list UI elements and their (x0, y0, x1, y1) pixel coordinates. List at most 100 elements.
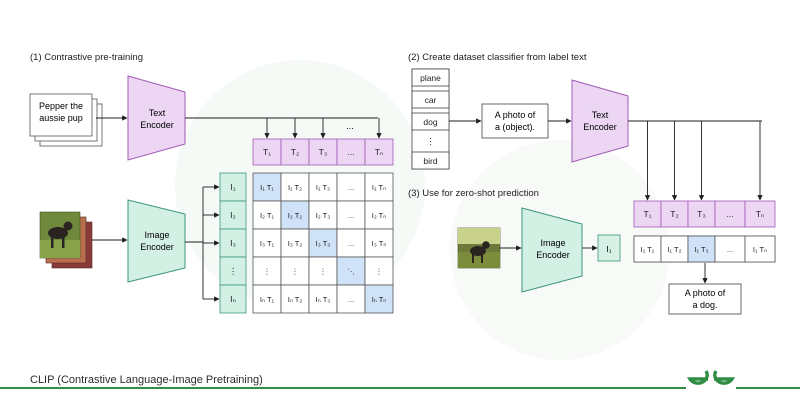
image-encoder-label: Image (144, 230, 169, 240)
label-box (411, 151, 450, 170)
product-cell-box (633, 235, 662, 263)
prediction-line: A photo of (685, 288, 726, 298)
gfg-logo-icon (686, 370, 736, 385)
matrix-cell: ... (336, 228, 366, 258)
prompt-template: A photo of a (object). (481, 103, 549, 139)
matrix-cell: Iₙ T₂ (280, 284, 310, 314)
matrix-cell-box (336, 200, 366, 230)
matrix-cell: Iₙ Tₙ (364, 284, 394, 314)
matrix-cell-box (336, 284, 366, 314)
cell-label: I₃ T₁ (260, 239, 275, 248)
input-text-line: aussie pup (39, 113, 83, 123)
label-text: car (425, 95, 437, 105)
cell-label: I₁ Tₙ (372, 183, 386, 192)
token-label: I₁ (606, 244, 611, 254)
cell-label: T₁ (263, 147, 271, 157)
matrix-cell-box (308, 284, 338, 314)
image-encoder-zero-shot: Image Encoder (521, 207, 583, 293)
label-box (411, 112, 450, 131)
cell-label: Iₙ T₂ (288, 295, 303, 304)
text-token: T₁ (633, 200, 662, 228)
cell-label: Tₙ (375, 147, 384, 157)
cell-label: T₂ (670, 209, 679, 219)
cell-label: I₃ T₃ (316, 239, 331, 248)
text-token-box (714, 200, 746, 228)
gfg-logo (686, 366, 736, 392)
matrix-cell: I₂ Tₙ (364, 200, 394, 230)
text-token: T₃ (687, 200, 716, 228)
matrix-cell-box (364, 284, 394, 314)
section-title-classifier: (2) Create dataset classifier from label… (408, 52, 587, 63)
image-token: I₁ (219, 172, 247, 202)
matrix-cell-box (336, 256, 366, 286)
cell-label: I₁ T₃ (316, 183, 330, 192)
matrix-cell: I₂ T₃ (308, 200, 338, 230)
label-box (411, 90, 450, 109)
label-text: plane (420, 73, 441, 83)
text-token-box (744, 200, 776, 228)
bus-ellipsis: ... (346, 121, 354, 131)
text-encoder-label: Text (592, 110, 609, 120)
matrix-cell: I₁ Tₙ (364, 172, 394, 202)
text-token: Tₙ (364, 138, 394, 166)
product-cell-box (744, 235, 776, 263)
prompt-template-line: A photo of (495, 110, 536, 120)
matrix-cell-box (280, 172, 310, 202)
cell-label: I₁ T₂ (288, 183, 302, 192)
matrix-cell: ... (336, 284, 366, 314)
text-encoder-label: Encoder (583, 122, 617, 132)
cell-label: ... (726, 209, 733, 219)
product-cell: I₁ T₁ (633, 235, 662, 263)
label-box (411, 68, 450, 87)
cell-label: I₁ (230, 182, 235, 192)
matrix-cell: ⋮ (364, 256, 394, 286)
section-title-contrastive: (1) Contrastive pre-training (30, 52, 143, 63)
text-encoder-zero-shot: Text Encoder (571, 79, 629, 163)
matrix-cell-box (252, 200, 282, 230)
token-arrows (644, 121, 763, 201)
matrix-cell: I₂ T₂ (280, 200, 310, 230)
cell-label: I₂ T₂ (288, 211, 303, 220)
text-encoder-label: Text (149, 108, 166, 118)
cell-label: I₁ T₁ (641, 245, 655, 254)
prompt-template-line: a (object). (495, 122, 535, 132)
image-token-box (219, 172, 247, 202)
cell-label: Tₙ (756, 209, 765, 219)
cell-label: I₁ T₂ (667, 245, 681, 254)
cell-label: ... (727, 245, 733, 254)
matrix-cell: I₁ T₁ (252, 172, 282, 202)
cell-label: ⋮ (229, 266, 238, 276)
image-token-box (219, 256, 247, 286)
product-cell: I₁ T₂ (660, 235, 689, 263)
matrix-cell: ⋱ (336, 256, 366, 286)
matrix-cell-box (280, 284, 310, 314)
image-token: I₃ (219, 228, 247, 258)
image-encoder: Image Encoder (127, 199, 186, 283)
text-token: T₁ (252, 138, 282, 166)
image-encoder-label: Encoder (140, 242, 174, 252)
matrix-cell: Iₙ T₃ (308, 284, 338, 314)
matrix-cell: ⋮ (252, 256, 282, 286)
cell-label: T₃ (319, 147, 328, 157)
cell-label: I₂ Tₙ (372, 211, 387, 220)
text-token: T₃ (308, 138, 338, 166)
input-text-stack: Pepper the aussie pup (29, 93, 103, 147)
zero-shot-text-token-row: T₁ T₂ T₃... Tₙ (633, 200, 776, 228)
matrix-cell-box (308, 200, 338, 230)
cell-label: I₁ Tₙ (753, 245, 767, 254)
cell-label: I₁ T₃ (694, 245, 708, 254)
text-token: Tₙ (744, 200, 776, 228)
text-encoder-label: Encoder (140, 120, 174, 130)
text-token-box (660, 200, 689, 228)
product-cell-box (660, 235, 689, 263)
text-token-box (364, 138, 394, 166)
text-token-box (308, 138, 338, 166)
matrix-cell: Iₙ T₁ (252, 284, 282, 314)
text-token: T₂ (660, 200, 689, 228)
image-token: Iₙ (219, 284, 247, 314)
input-text-line: Pepper the (39, 101, 83, 111)
cell-label: ... (348, 295, 354, 304)
matrix-cell: ⋮ (280, 256, 310, 286)
cell-label: ⋮ (263, 267, 271, 276)
